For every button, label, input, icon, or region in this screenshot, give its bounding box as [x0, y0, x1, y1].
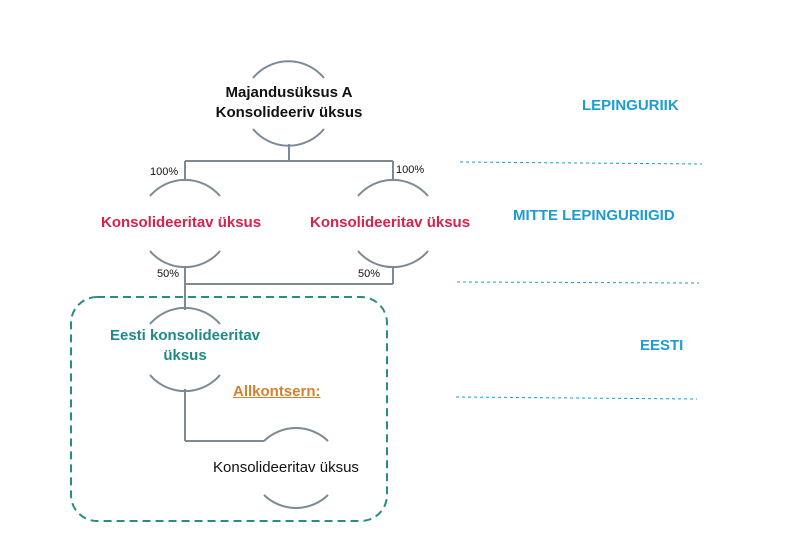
pct-left-estonia: 50%	[157, 268, 180, 280]
parent-node-line2: Konsolideeriv üksus	[215, 104, 363, 121]
estonia-arc-top	[149, 306, 221, 325]
subsidiary-arc-top	[263, 427, 329, 442]
estonia-arc-bottom	[149, 374, 221, 393]
right-node-label: Konsolideeritav üksus	[310, 214, 471, 231]
subgroup-label: Allkontsern:	[233, 383, 321, 400]
left-arc-bottom	[149, 250, 221, 269]
level-label-non-contracting: MITTE LEPINGURIIGID	[513, 207, 675, 224]
divider-2	[456, 281, 700, 284]
subsidiary-arc-bottom	[263, 494, 329, 509]
subsidiary-node-label: Konsolideeritav üksus	[213, 459, 359, 476]
left-node-label: Konsolideeritav üksus	[101, 214, 262, 231]
subgroup-dashed-box	[70, 296, 388, 522]
parent-node: Majandusüksus A Konsolideeriv üksus	[199, 83, 379, 123]
estonia-node-line2: üksus	[163, 347, 207, 364]
right-arc-bottom	[357, 250, 429, 269]
divider-3	[455, 396, 698, 400]
divider-1	[459, 161, 703, 165]
left-arc-top	[149, 178, 221, 197]
right-arc-top	[357, 178, 429, 197]
node-arcs	[149, 60, 429, 509]
connector-lines	[184, 144, 394, 442]
estonia-node: Eesti konsolideeritav üksus	[95, 326, 275, 366]
parent-node-line1: Majandusüksus A	[225, 84, 353, 101]
pct-parent-right: 100%	[396, 164, 425, 176]
parent-arc-bottom	[252, 128, 325, 147]
level-label-estonia: EESTI	[640, 337, 684, 354]
pct-parent-left: 100%	[150, 166, 179, 178]
level-label-contracting-state: LEPINGURIIK	[582, 97, 679, 114]
level-dividers	[455, 161, 703, 400]
estonia-node-line1: Eesti konsolideeritav	[109, 327, 261, 344]
pct-right-estonia: 50%	[358, 268, 381, 280]
parent-arc-top	[252, 60, 325, 79]
